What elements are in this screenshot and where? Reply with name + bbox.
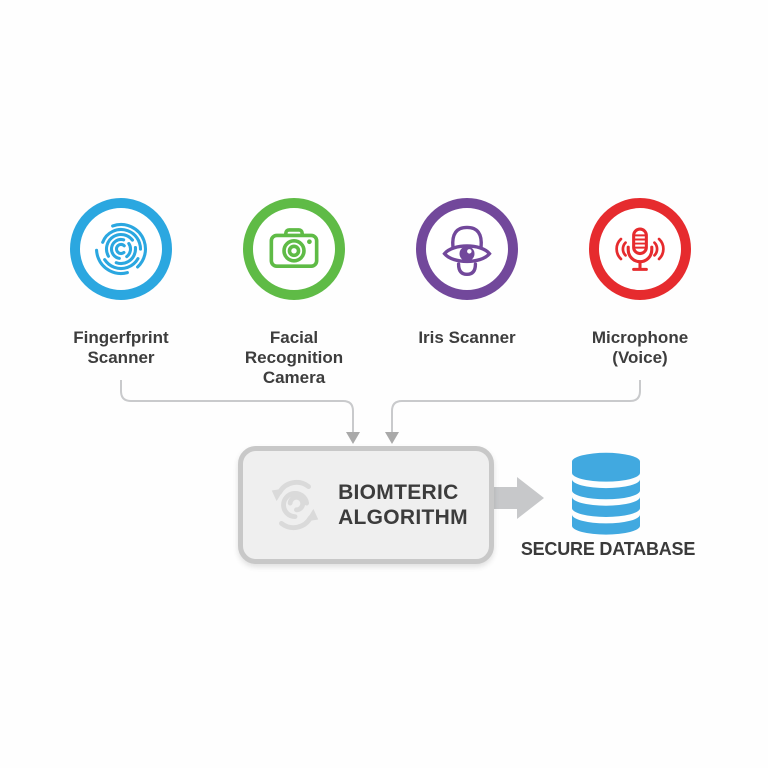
database-icon <box>572 452 640 535</box>
fingerprint-icon <box>94 222 148 276</box>
camera-icon <box>269 228 319 269</box>
sensor-label-line: Scanner <box>87 348 155 367</box>
sensor-label-line: (Voice) <box>612 348 668 367</box>
fingerprint-circle <box>70 198 172 300</box>
sensor-label-line: Recognition <box>244 348 344 367</box>
camera-circle <box>243 198 345 300</box>
sensor-microphone: Microphone (Voice) <box>552 198 728 368</box>
sensor-label-line: Fingerfprint <box>73 328 169 347</box>
iris-circle <box>416 198 518 300</box>
sensor-label-line: Microphone <box>591 328 689 347</box>
sync-arrows-icon <box>271 479 319 531</box>
biometric-algorithm-box: BIOMTERIC ALGORITHM <box>238 446 494 564</box>
sensor-label: Iris Scanner <box>418 328 515 348</box>
sensor-iris: Iris Scanner <box>379 198 555 348</box>
secure-database-label: SECURE DATABASE <box>520 539 696 559</box>
sensor-label-line: Iris Scanner <box>418 328 516 347</box>
algorithm-title-line: ALGORITHM <box>338 506 468 529</box>
sensor-label-line: Camera <box>262 368 326 387</box>
sensor-label-line: Facial <box>269 328 319 347</box>
algorithm-title: BIOMTERIC ALGORITHM <box>338 480 468 530</box>
connector-left-arrowhead <box>346 432 360 444</box>
connector-right <box>391 380 641 433</box>
microphone-circle <box>589 198 691 300</box>
microphone-icon <box>615 227 665 271</box>
connector-right-arrowhead <box>385 432 399 444</box>
sensor-label: Facial Recognition Camera <box>245 328 343 388</box>
sensor-label: Microphone (Voice) <box>592 328 688 368</box>
algorithm-title-line: BIOMTERIC <box>338 481 459 504</box>
secure-database <box>569 452 643 537</box>
flow-arrow <box>492 477 544 519</box>
sensor-fingerprint: Fingerfprint Scanner <box>33 198 209 368</box>
eye-icon <box>442 225 492 277</box>
sensor-label: Fingerfprint Scanner <box>73 328 168 368</box>
sensor-camera: Facial Recognition Camera <box>206 198 382 388</box>
